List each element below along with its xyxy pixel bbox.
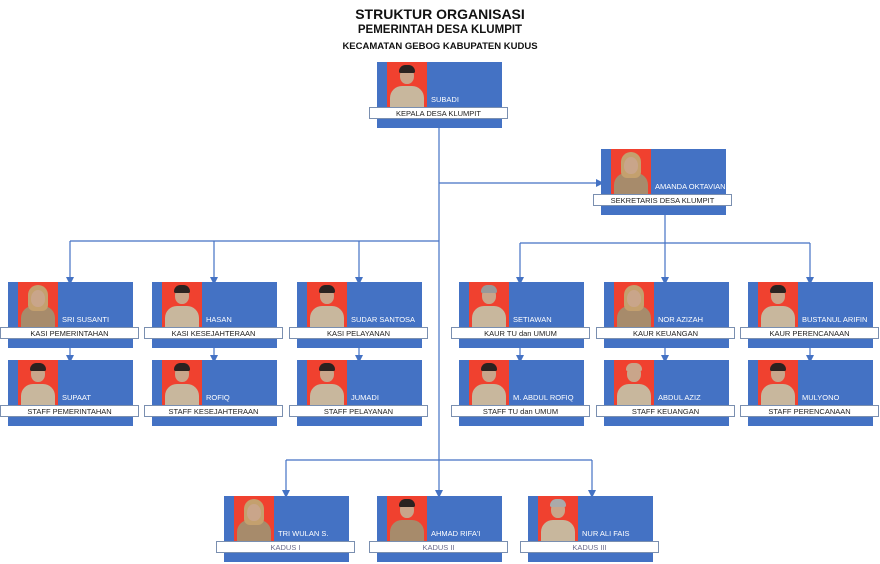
role-label: KAUR PERENCANAAN: [740, 327, 879, 339]
role-label: KADUS I: [216, 541, 355, 553]
person-name: ABDUL AZIZ: [658, 393, 701, 402]
photo: [538, 496, 578, 542]
person-name: AHMAD RIFA'I: [431, 529, 481, 538]
person-name: ROFIQ: [206, 393, 230, 402]
card-staff-tu-umum[interactable]: M. ABDUL ROFIQ STAFF TU dan UMUM: [451, 360, 590, 426]
person-name: NOR AZIZAH: [658, 315, 704, 324]
photo: [469, 282, 509, 328]
photo: [18, 282, 58, 328]
chart-subsubtitle: KECAMATAN GEBOG KABUPATEN KUDUS: [342, 41, 538, 52]
person-name: BUSTANUL ARIFIN: [802, 315, 868, 324]
card-kadus-2[interactable]: AHMAD RIFA'I KADUS II: [369, 496, 508, 562]
role-label: KAUR KEUANGAN: [596, 327, 735, 339]
person-name: SRI SUSANTI: [62, 315, 110, 324]
role-label: KASI KESEJAHTERAAN: [144, 327, 283, 339]
card-staff-pelayanan[interactable]: JUMADI STAFF PELAYANAN: [289, 360, 428, 426]
photo: [162, 282, 202, 328]
card-staff-perencanaan[interactable]: MULYONO STAFF PERENCANAAN: [740, 360, 879, 426]
card-kaur-keuangan[interactable]: NOR AZIZAH KAUR KEUANGAN: [596, 282, 735, 348]
card-sekretaris[interactable]: AMANDA OKTAVIANI SEKRETARIS DESA KLUMPIT: [593, 149, 732, 215]
card-kadus-1[interactable]: TRI WULAN S. KADUS I: [216, 496, 355, 562]
card-kepala-desa[interactable]: SUBADI KEPALA DESA KLUMPIT: [369, 62, 508, 128]
card-kasi-pelayanan[interactable]: SUDAR SANTOSA KASI PELAYANAN: [289, 282, 428, 348]
person-name: HASAN: [206, 315, 232, 324]
person-name: JUMADI: [351, 393, 379, 402]
photo: [387, 62, 427, 108]
photo: [758, 282, 798, 328]
photo: [307, 360, 347, 406]
role-label: STAFF PELAYANAN: [289, 405, 428, 417]
photo: [614, 282, 654, 328]
photo: [18, 360, 58, 406]
photo: [387, 496, 427, 542]
photo: [611, 149, 651, 195]
role-label: STAFF KESEJAHTERAAN: [144, 405, 283, 417]
card-staff-keuangan[interactable]: ABDUL AZIZ STAFF KEUANGAN: [596, 360, 735, 426]
photo: [758, 360, 798, 406]
person-name: TRI WULAN S.: [278, 529, 329, 538]
person-name: AMANDA OKTAVIANI: [655, 182, 728, 191]
role-label: STAFF PERENCANAAN: [740, 405, 879, 417]
role-label: STAFF PEMERINTAHAN: [0, 405, 139, 417]
card-kadus-3[interactable]: NUR ALI FAIS KADUS III: [520, 496, 659, 562]
role-label: STAFF KEUANGAN: [596, 405, 735, 417]
chart-title: STRUKTUR ORGANISASI: [355, 6, 525, 22]
role-label: KADUS III: [520, 541, 659, 553]
card-kaur-tu-umum[interactable]: SETIAWAN KAUR TU dan UMUM: [451, 282, 590, 348]
person-name: MULYONO: [802, 393, 840, 402]
role-label: KASI PELAYANAN: [289, 327, 428, 339]
role-label: KAUR TU dan UMUM: [451, 327, 590, 339]
person-name: M. ABDUL ROFIQ: [513, 393, 574, 402]
role-label: KADUS II: [369, 541, 508, 553]
person-name: SUPAAT: [62, 393, 91, 402]
photo: [234, 496, 274, 542]
photo: [307, 282, 347, 328]
role-label: STAFF TU dan UMUM: [451, 405, 590, 417]
role-label: KEPALA DESA KLUMPIT: [369, 107, 508, 119]
chart-subtitle: PEMERINTAH DESA KLUMPIT: [357, 24, 523, 36]
person-name: SUDAR SANTOSA: [351, 315, 416, 324]
card-staff-kesejahteraan[interactable]: ROFIQ STAFF KESEJAHTERAAN: [144, 360, 283, 426]
person-name: SUBADI: [431, 95, 459, 104]
role-label: KASI PEMERINTAHAN: [0, 327, 139, 339]
card-kaur-perencanaan[interactable]: BUSTANUL ARIFIN KAUR PERENCANAAN: [740, 282, 879, 348]
person-name: NUR ALI FAIS: [582, 529, 630, 538]
photo: [469, 360, 509, 406]
person-name: SETIAWAN: [513, 315, 552, 324]
card-kasi-pemerintahan[interactable]: SRI SUSANTI KASI PEMERINTAHAN: [0, 282, 139, 348]
photo: [614, 360, 654, 406]
role-label: SEKRETARIS DESA KLUMPIT: [593, 194, 732, 206]
photo: [162, 360, 202, 406]
card-kasi-kesejahteraan[interactable]: HASAN KASI KESEJAHTERAAN: [144, 282, 283, 348]
card-staff-pemerintahan[interactable]: SUPAAT STAFF PEMERINTAHAN: [0, 360, 139, 426]
